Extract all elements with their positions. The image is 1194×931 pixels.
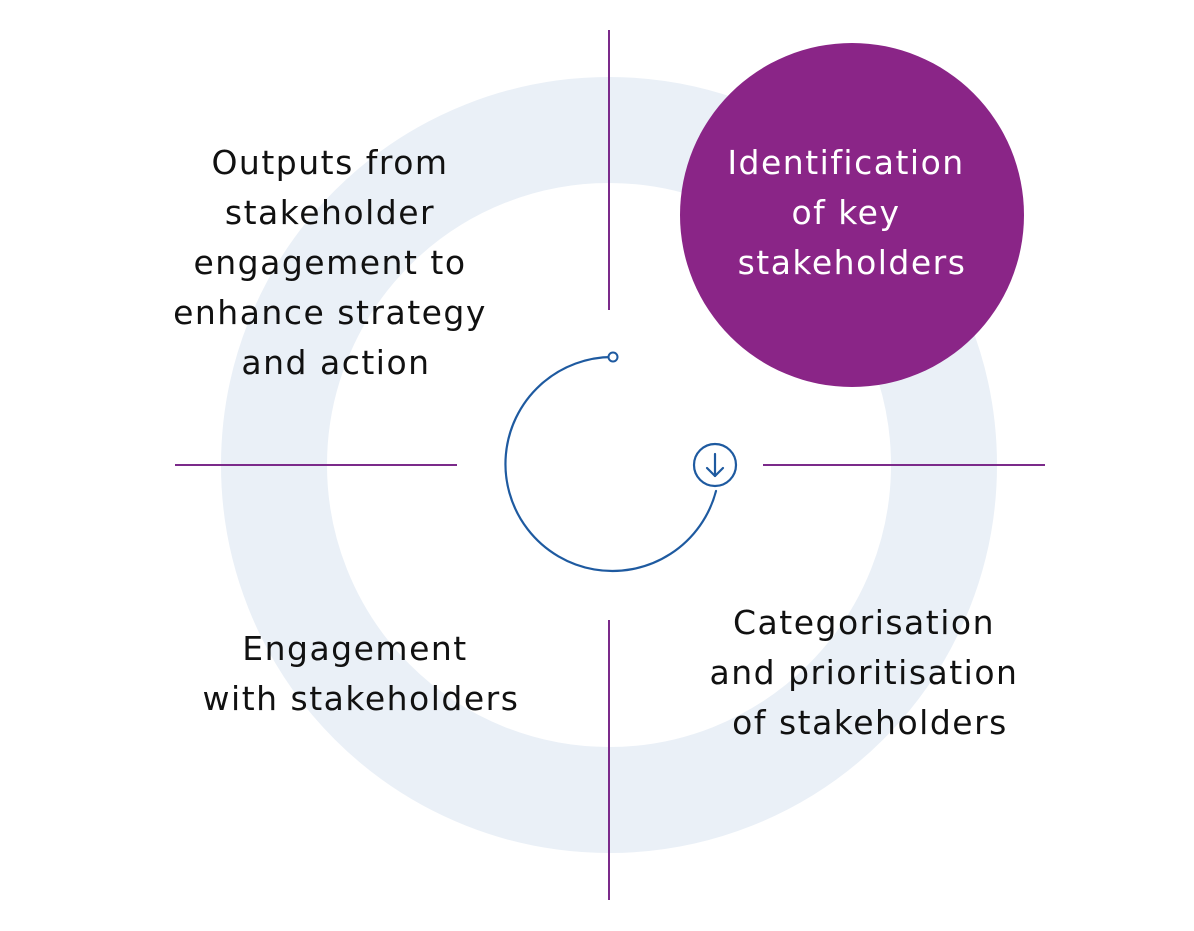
stage-outputs-line: engagement to bbox=[193, 243, 466, 282]
stage-outputs: Outputs from stakeholder engagement to e… bbox=[173, 143, 499, 382]
stage-engagement: Engagement with stakeholders bbox=[203, 629, 520, 718]
stage-engagement-line: Engagement bbox=[242, 629, 468, 668]
stage-outputs-line: Outputs from bbox=[211, 143, 448, 182]
stage-outputs-line: and action bbox=[241, 343, 430, 382]
stage-identification-line: Identification bbox=[727, 143, 964, 182]
stage-identification-line: stakeholders bbox=[738, 243, 967, 282]
stage-categorisation-line: and prioritisation bbox=[710, 653, 1019, 692]
stage-engagement-line: with stakeholders bbox=[203, 679, 520, 718]
stage-categorisation-line: Categorisation bbox=[733, 603, 995, 642]
highlight-circle bbox=[680, 43, 1024, 387]
circular-arrow-down-icon bbox=[504, 351, 738, 573]
stage-outputs-line: enhance strategy bbox=[173, 293, 487, 332]
stage-categorisation-line: of stakeholders bbox=[732, 703, 1008, 742]
stage-outputs-line: stakeholder bbox=[225, 193, 435, 232]
stage-identification: Identification of key stakeholders bbox=[727, 143, 976, 282]
stage-identification-line: of key bbox=[791, 193, 900, 232]
stage-categorisation: Categorisation and prioritisation of sta… bbox=[710, 603, 1031, 742]
